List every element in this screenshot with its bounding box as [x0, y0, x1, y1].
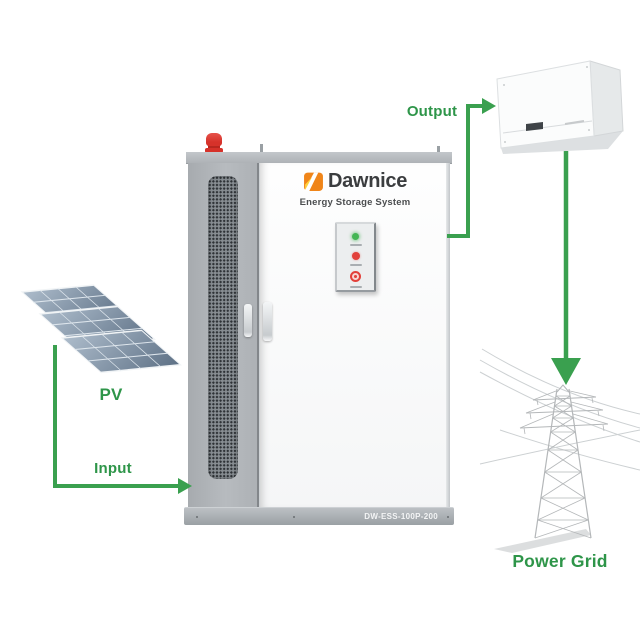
front-door: Dawnice Energy Storage System: [259, 163, 450, 507]
plinth-bolt: [196, 516, 198, 518]
pv-label: PV: [99, 385, 123, 404]
roof-fitting: [260, 144, 263, 153]
estop-base: [205, 148, 223, 153]
power-grid-label: Power Grid: [512, 551, 608, 571]
input-label: Input: [94, 460, 132, 477]
door-handle-right: [263, 302, 272, 341]
door-handle-left: [244, 304, 252, 337]
solar-panel-array-icon: [20, 284, 183, 374]
status-display-panel: [335, 222, 376, 292]
battery-cabinet: Dawnice Energy Storage System DW-ESS-100…: [184, 133, 454, 525]
plinth-bolt: [447, 516, 449, 518]
cabinet-plinth: DW-ESS-100P-200: [184, 507, 454, 525]
brand-logo: Dawnice: [260, 170, 450, 193]
model-label: DW-ESS-100P-200: [364, 512, 438, 521]
inverter-unit-icon: [496, 60, 624, 154]
indicator-alarm-light: [351, 252, 360, 260]
vent-door: [188, 163, 259, 507]
roof-fitting: [437, 146, 440, 153]
indicator-run-light: [352, 233, 359, 240]
estop-stem: [208, 145, 220, 149]
indicator-label: [349, 264, 362, 266]
grid-arrow: [551, 151, 581, 385]
brand-name: Dawnice: [327, 170, 408, 192]
vent-grille: [208, 176, 238, 479]
emergency-stop-button: [205, 133, 223, 153]
plinth-bolt: [293, 516, 295, 518]
system-subtitle: Energy Storage System: [299, 197, 411, 208]
transmission-tower-icon: [494, 384, 609, 553]
power-lines: [479, 348, 640, 471]
indicator-fault-light: [350, 271, 361, 282]
indicator-label: [349, 286, 362, 288]
door-edge: [446, 163, 450, 507]
output-label: Output: [406, 103, 458, 120]
estop-cap: [206, 133, 222, 146]
brand-logo-icon: [304, 172, 323, 191]
indicator-label: [349, 244, 362, 246]
